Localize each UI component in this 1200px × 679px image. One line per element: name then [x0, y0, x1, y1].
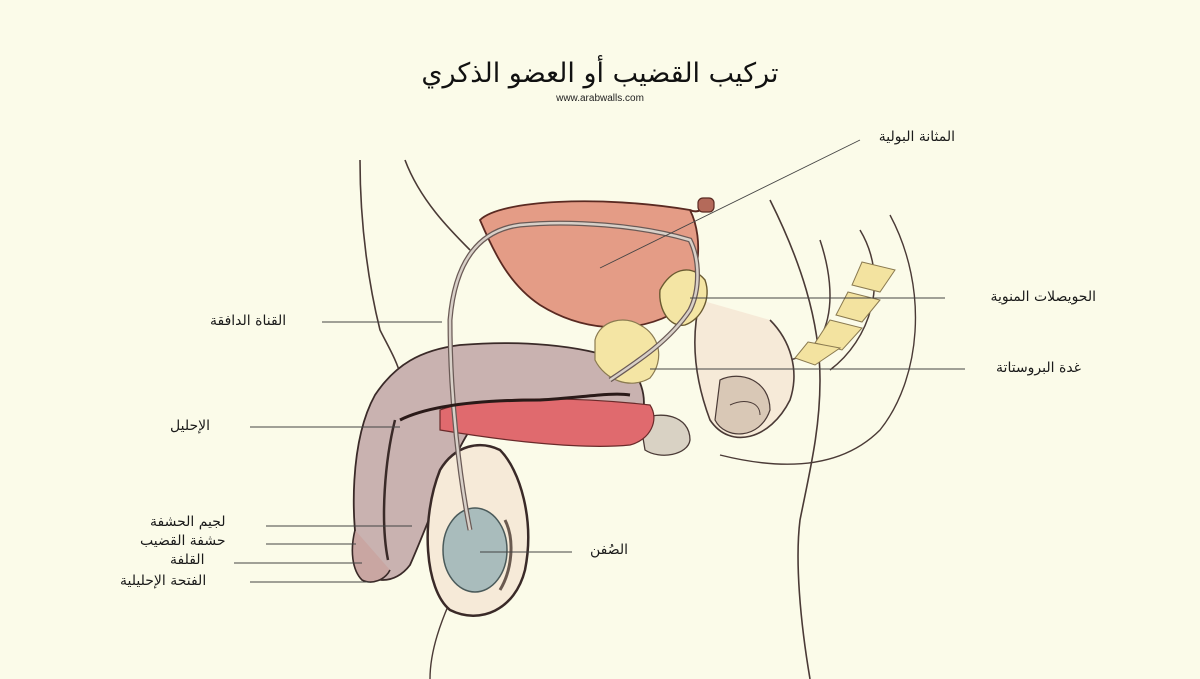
label-glans-frenulum: لجيم الحشفة	[150, 514, 226, 530]
diagram-title: تركيب القضيب أو العضو الذكري	[421, 58, 779, 89]
label-vas-deferens: القناة الدافقة	[210, 313, 287, 329]
label-prostate: غدة البروستاتة	[996, 360, 1081, 376]
scrotum	[426, 443, 530, 617]
bladder	[478, 197, 715, 329]
testis	[442, 507, 508, 593]
label-glans: حشفة القضيب	[140, 533, 226, 549]
label-foreskin: القلفة	[170, 552, 205, 568]
buttock-contour	[719, 214, 917, 465]
label-urethral-opening: الفتحة الإحليلية	[120, 573, 207, 589]
website-url: www.arabwalls.com	[556, 93, 644, 104]
spine	[789, 229, 896, 371]
leader-lines	[234, 139, 965, 583]
label-seminal-vesicles: الحويصلات المنوية	[990, 289, 1096, 305]
label-scrotum: الصُفن	[589, 542, 628, 558]
label-bladder: المثانة البولية	[878, 129, 955, 145]
label-urethra: الإحليل	[170, 418, 210, 434]
penis-shaft	[351, 342, 655, 583]
body-contour-front	[404, 159, 471, 251]
body-contour-rear	[769, 199, 821, 679]
urethra-duct	[399, 392, 631, 422]
